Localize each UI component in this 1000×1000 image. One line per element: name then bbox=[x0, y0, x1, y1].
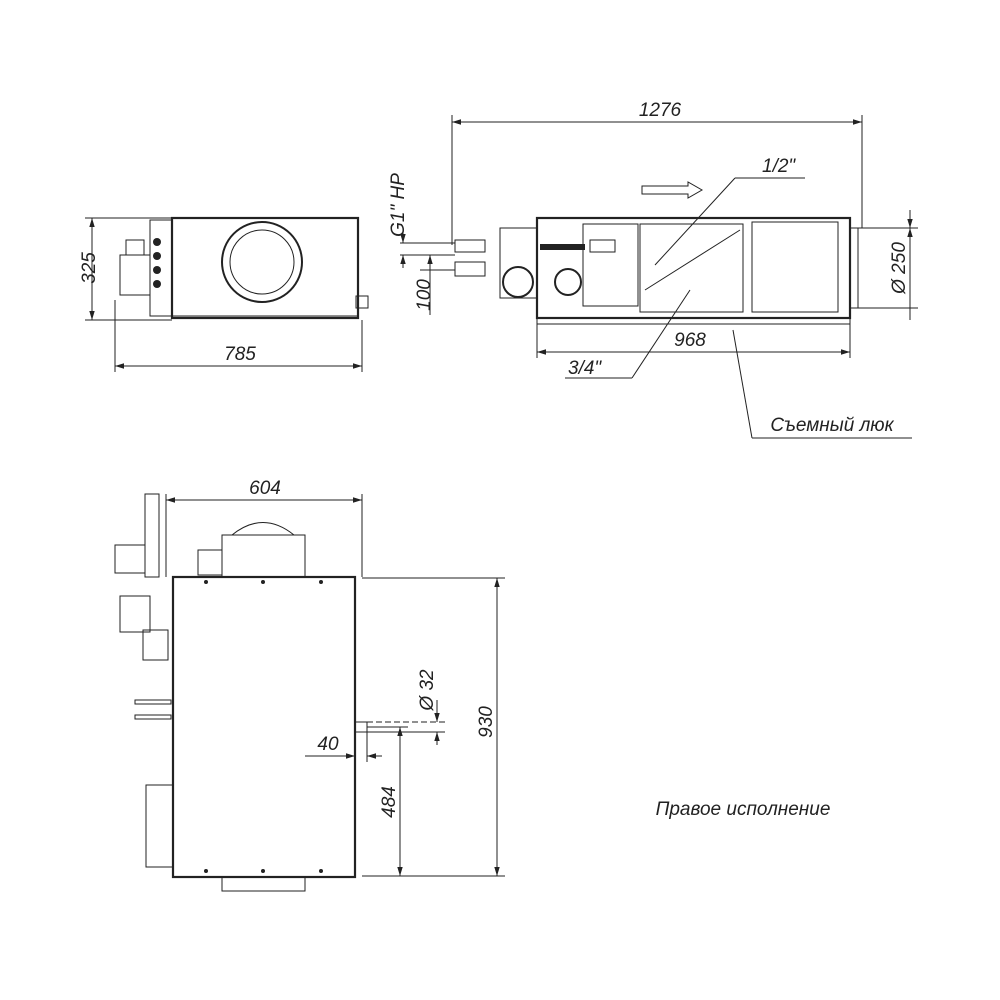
removable-hatch-label: Съемный люк bbox=[770, 415, 894, 436]
side-view: 1276 1/2" G1" НР 100 968 3/4" Ø 250 Съем… bbox=[388, 100, 918, 439]
half-inch-label: 1/2" bbox=[762, 156, 796, 177]
pipe-spacing-dim: 100 bbox=[414, 279, 435, 311]
flow-arrow-icon bbox=[641, 181, 704, 199]
body-length-dim: 968 bbox=[674, 330, 706, 351]
variant-label: Правое исполнение bbox=[656, 799, 831, 820]
top-width-dim: 604 bbox=[249, 478, 281, 499]
depth-dim: 930 bbox=[476, 706, 497, 738]
front-view: 325 785 bbox=[79, 216, 369, 372]
top-view: 604 930 484 40 Ø 32 bbox=[114, 478, 505, 892]
drain-height-dim: 484 bbox=[379, 786, 400, 818]
drain-offset-dim: 40 bbox=[317, 734, 339, 755]
drain-diameter-dim: Ø 32 bbox=[417, 669, 438, 712]
three-quarter-label: 3/4" bbox=[568, 358, 602, 379]
overall-length-dim: 1276 bbox=[639, 100, 682, 121]
front-width-dim: 785 bbox=[224, 344, 256, 365]
g1-label: G1" НР bbox=[388, 173, 409, 237]
outlet-diameter-dim: Ø 250 bbox=[889, 242, 910, 295]
front-height-dim: 325 bbox=[79, 252, 100, 284]
